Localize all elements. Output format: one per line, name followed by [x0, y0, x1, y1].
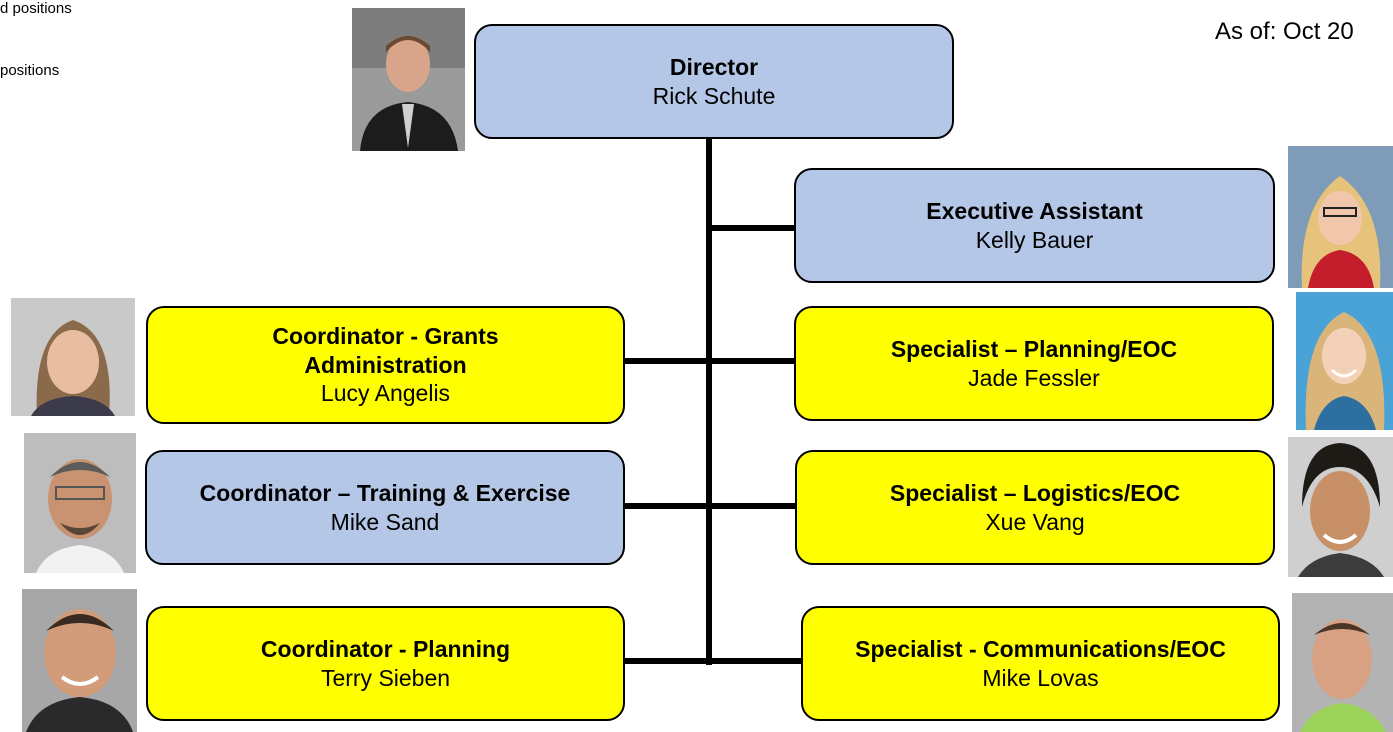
legend-line-1: d positions	[0, 0, 72, 17]
specialist-logistics-title: Specialist – Logistics/EOC	[889, 479, 1181, 506]
connector-row-1	[624, 358, 796, 364]
planning-title: Coordinator - Planning	[260, 635, 511, 662]
executive-assistant-photo	[1288, 146, 1393, 288]
executive-assistant-box: Executive Assistant Kelly Bauer	[794, 168, 1275, 283]
specialist-communications-box: Specialist - Communications/EOC Mike Lov…	[801, 606, 1280, 721]
specialist-logistics-name: Xue Vang	[985, 508, 1085, 535]
training-name: Mike Sand	[330, 508, 440, 535]
specialist-communications-title: Specialist - Communications/EOC	[855, 635, 1226, 662]
planning-name: Terry Sieben	[320, 664, 451, 691]
grants-coordinator-photo	[11, 298, 135, 416]
specialist-planning-title: Specialist – Planning/EOC	[890, 335, 1178, 362]
specialist-planning-box: Specialist – Planning/EOC Jade Fessler	[794, 306, 1274, 421]
grants-title-line-2: Administration	[304, 351, 467, 378]
training-coordinator-photo	[24, 433, 136, 573]
training-title: Coordinator – Training & Exercise	[199, 479, 571, 506]
connector-row-3	[624, 658, 802, 664]
specialist-logistics-photo	[1288, 437, 1393, 577]
director-name: Rick Schute	[652, 82, 776, 109]
planning-coordinator-box: Coordinator - Planning Terry Sieben	[146, 606, 625, 721]
specialist-planning-name: Jade Fessler	[968, 364, 1100, 391]
director-photo	[352, 8, 465, 151]
connector-row-2	[624, 503, 796, 509]
director-title: Director	[669, 53, 759, 80]
grants-name: Lucy Angelis	[320, 380, 451, 407]
executive-assistant-title: Executive Assistant	[926, 197, 1143, 224]
specialist-logistics-box: Specialist – Logistics/EOC Xue Vang	[795, 450, 1275, 565]
connector-vertical-trunk	[706, 138, 712, 665]
grants-coordinator-box: Coordinator - Grants Administration Lucy…	[146, 306, 625, 424]
legend-line-2: positions	[0, 62, 60, 79]
planning-coordinator-photo	[22, 589, 137, 732]
director-box: Director Rick Schute	[474, 24, 954, 139]
specialist-planning-photo	[1296, 292, 1393, 430]
grants-title-line-1: Coordinator - Grants	[272, 322, 499, 349]
specialist-communications-photo	[1292, 593, 1393, 732]
executive-assistant-name: Kelly Bauer	[975, 226, 1094, 253]
training-coordinator-box: Coordinator – Training & Exercise Mike S…	[145, 450, 625, 565]
specialist-communications-name: Mike Lovas	[982, 664, 1099, 691]
as-of-date: As of: Oct 20	[1215, 18, 1354, 45]
connector-executive-assistant	[706, 225, 796, 231]
